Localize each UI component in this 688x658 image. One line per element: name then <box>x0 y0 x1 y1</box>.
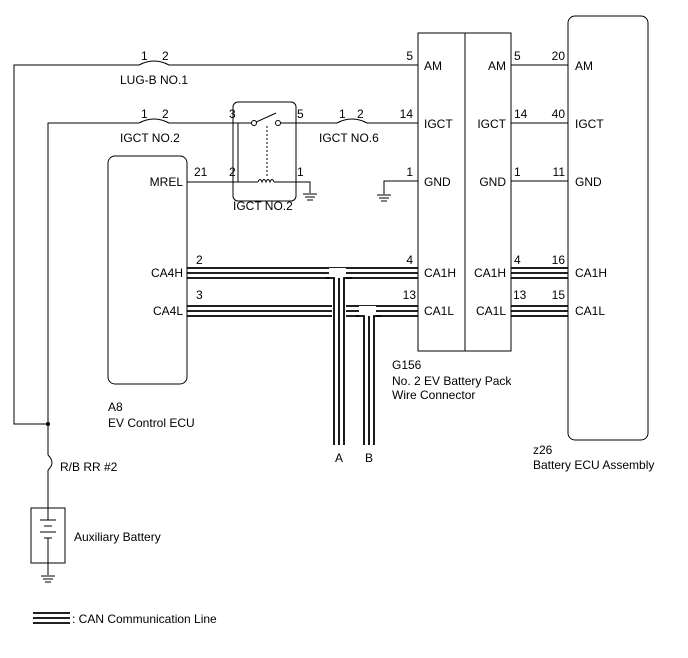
conn-right-pin-gnd: 1 <box>514 165 521 179</box>
relay-pin1: 1 <box>297 165 304 179</box>
battery-ecu-box <box>567 15 649 441</box>
ground-relay <box>303 193 317 201</box>
ev-ecu-name: EV Control ECU <box>108 416 195 430</box>
auxiliary-battery-label: Auxiliary Battery <box>74 530 161 544</box>
conn-left-terminal-gnd: GND <box>424 175 451 189</box>
battery-ecu-terminal-ca1h: CA1H <box>575 266 607 280</box>
connector-right-half <box>464 32 512 352</box>
igct-output-circuit <box>290 118 418 124</box>
conn-right-pin-ca1h: 4 <box>514 253 521 267</box>
battery-ecu-terminal-igct: IGCT <box>575 117 604 131</box>
conn-left-terminal-am: AM <box>424 59 442 73</box>
can-branch-a <box>326 268 352 445</box>
conn-right-terminal-ca1l: CA1L <box>476 304 506 318</box>
conn-right-pin-ca1l: 13 <box>513 288 527 302</box>
battery-ecu-pin-ca1l: 15 <box>552 288 566 302</box>
battery-ecu-name: Battery ECU Assembly <box>533 458 654 472</box>
ev-ecu-code: A8 <box>108 400 123 414</box>
conn-left-pin-gnd: 1 <box>406 165 413 179</box>
conn-right-terminal-igct: IGCT <box>477 117 506 131</box>
fuse-igct6-pin1: 1 <box>339 107 346 121</box>
connector-name-line2: Wire Connector <box>392 388 475 402</box>
relay-pin3: 3 <box>229 107 236 121</box>
conn-right-terminal-am: AM <box>488 59 506 73</box>
battery-ecu-pin-igct: 40 <box>552 107 566 121</box>
conn-right-terminal-gnd: GND <box>479 175 506 189</box>
fuse-igct2-label: IGCT NO.2 <box>120 131 180 145</box>
conn-left-terminal-ca1l: CA1L <box>424 304 454 318</box>
fuse-igct2-pin1: 1 <box>141 107 148 121</box>
am-circuit <box>13 60 418 425</box>
ev-ecu-pin-ca4h: 2 <box>196 253 203 267</box>
fuse-rbrr2-label: R/B RR #2 <box>60 460 118 474</box>
can-branch-b <box>356 306 382 445</box>
fuse-lugb-label: LUG-B NO.1 <box>120 73 188 87</box>
conn-left-pin-igct: 14 <box>400 107 414 121</box>
ev-control-ecu-box <box>107 155 188 385</box>
battery-ecu-terminal-am: AM <box>575 59 593 73</box>
conn-right-terminal-ca1h: CA1H <box>474 266 506 280</box>
fuse-igct6-label: IGCT NO.6 <box>319 131 379 145</box>
relay-igct-no2 <box>232 101 311 202</box>
conn-right-pin-igct: 14 <box>514 107 528 121</box>
relay-label: IGCT NO.2 <box>233 199 293 213</box>
battery-ecu-terminal-ca1l: CA1L <box>575 304 605 318</box>
fuse-igct2-pin2: 2 <box>162 107 169 121</box>
conn-left-terminal-igct: IGCT <box>424 117 453 131</box>
ev-ecu-terminal-ca4h: CA4H <box>151 266 183 280</box>
conn-left-pin-ca1h: 4 <box>406 253 413 267</box>
connector-code: G156 <box>392 358 422 372</box>
conn-left-pin-am: 5 <box>406 49 413 63</box>
battery-ecu-terminal-gnd: GND <box>575 175 602 189</box>
conn-left-pin-ca1l: 13 <box>403 288 417 302</box>
connector-left-half <box>417 32 466 352</box>
legend-can-symbol <box>33 612 70 624</box>
ev-ecu-terminal-ca4l: CA4L <box>153 304 183 318</box>
bus-branch-b-label: B <box>365 451 373 465</box>
fuse-lugb-pin2: 2 <box>162 49 169 63</box>
ev-ecu-pin-ca4l: 3 <box>196 288 203 302</box>
bus-branch-a-label: A <box>335 451 343 465</box>
ev-ecu-pin-mrel: 21 <box>194 165 208 179</box>
fuse-lugb-pin1: 1 <box>141 49 148 63</box>
relay-pin2: 2 <box>229 165 236 179</box>
conn-right-pin-am: 5 <box>514 49 521 63</box>
conn-left-terminal-ca1h: CA1H <box>424 266 456 280</box>
fuse-igct6-pin2: 2 <box>357 107 364 121</box>
connector-name-line1: No. 2 EV Battery Pack <box>392 374 512 388</box>
legend-label: : CAN Communication Line <box>72 612 217 626</box>
gnd-circuit <box>377 180 418 202</box>
battery-ecu-pin-ca1h: 16 <box>552 253 566 267</box>
battery-ecu-code: z26 <box>533 443 553 457</box>
relay-pin5: 5 <box>297 107 304 121</box>
battery-feed <box>30 422 66 583</box>
can-ca1h-line <box>187 267 568 279</box>
battery-ecu-pin-am: 20 <box>552 49 566 63</box>
ev-ecu-terminal-mrel: MREL <box>150 175 184 189</box>
battery-ecu-pin-gnd: 11 <box>553 165 566 179</box>
